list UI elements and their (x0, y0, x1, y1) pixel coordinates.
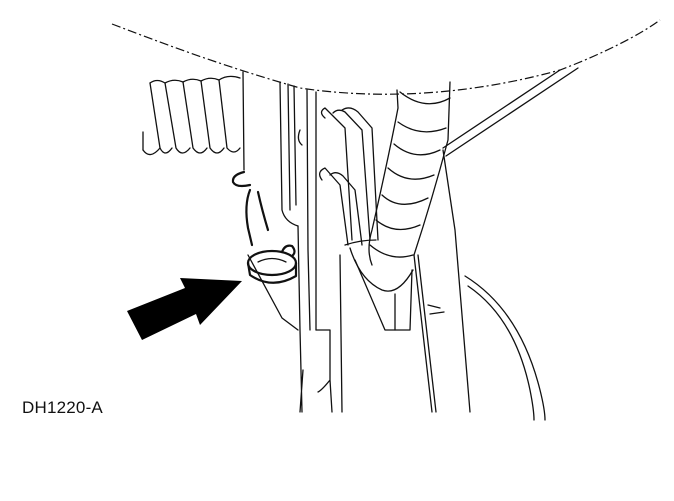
coil-spring (142, 75, 241, 156)
diagonal-rail (442, 67, 579, 157)
connector-cap (245, 188, 298, 284)
lower-posts (297, 225, 343, 413)
clip-tab (231, 170, 252, 188)
hooked-tubes (318, 107, 379, 246)
callout-arrow-icon (127, 278, 242, 340)
right-panel (413, 149, 471, 413)
outline-arc (111, 19, 661, 95)
cable-curve (464, 275, 546, 421)
figure-label: DH1220-A (22, 398, 103, 417)
housing-left-edge (242, 71, 245, 171)
bracket-lines (279, 81, 317, 331)
corrugated-hose (349, 81, 451, 331)
